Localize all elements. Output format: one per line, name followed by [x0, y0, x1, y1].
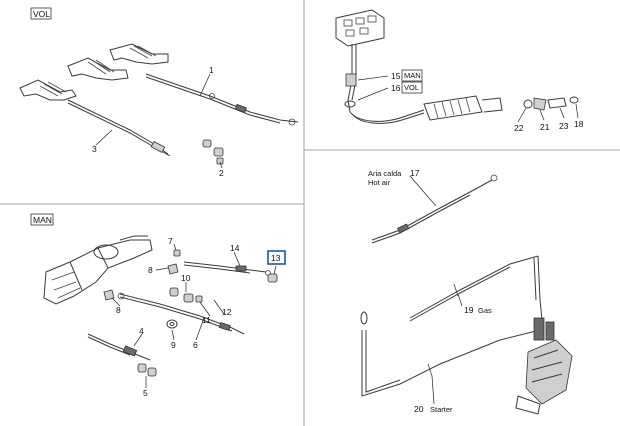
part-2-fittings: [202, 139, 224, 165]
starter-label: Starter: [430, 405, 453, 414]
callout-17: 17: [410, 168, 420, 178]
callout-16: 16: [391, 83, 401, 93]
man-inline-label: MAN: [404, 71, 421, 80]
callout-15: 15: [391, 71, 401, 81]
callout-11: 11: [202, 315, 211, 325]
callout-20: 20: [414, 404, 424, 414]
vol-brake-pedal-assembly: 1 3 2: [19, 43, 299, 178]
callout-13-highlight[interactable]: 13: [267, 250, 286, 265]
callout-5: 5: [143, 388, 148, 398]
man-section-tag: MAN: [30, 213, 54, 226]
callout-2: 2: [219, 168, 224, 178]
callout-8-upper: 8: [148, 265, 153, 275]
callout-23: 23: [559, 121, 569, 131]
callout-13: 13: [271, 253, 281, 263]
callout-21: 21: [540, 122, 550, 132]
callout-22: 22: [514, 123, 524, 133]
callout-8-lower: 8: [116, 305, 121, 315]
man-brake-lever-assembly: 7 8 14 10 8 11 12 9 6 4 5 13: [43, 235, 286, 398]
vol-section-tag: VOL: [30, 7, 52, 20]
callout-4: 4: [139, 326, 144, 336]
carburettor-cable-assembly: Aria calda Hot air 17 19 Gas 20 Starter: [304, 149, 620, 415]
callout-18: 18: [574, 119, 584, 129]
callout-1: 1: [209, 65, 214, 75]
throttle-switch-assembly: 22 21 23 18 15 MAN 16 VOL: [335, 9, 584, 133]
callout-6: 6: [193, 340, 198, 350]
callout-10: 10: [181, 273, 191, 283]
aria-calda-label: Aria calda: [368, 169, 402, 178]
callout-12: 12: [222, 307, 232, 317]
gas-label: Gas: [478, 306, 492, 315]
vol-section-label: VOL: [33, 9, 50, 19]
vol-inline-label: VOL: [404, 83, 419, 92]
callout-3: 3: [92, 144, 97, 154]
hot-air-label: Hot air: [368, 178, 391, 187]
callout-7: 7: [168, 236, 173, 246]
man-section-label: MAN: [33, 215, 52, 225]
callout-9: 9: [171, 340, 176, 350]
man-inline-tag: [401, 69, 423, 82]
vol-inline-tag: [401, 81, 423, 94]
callout-19: 19: [464, 305, 474, 315]
callout-14: 14: [230, 243, 240, 253]
